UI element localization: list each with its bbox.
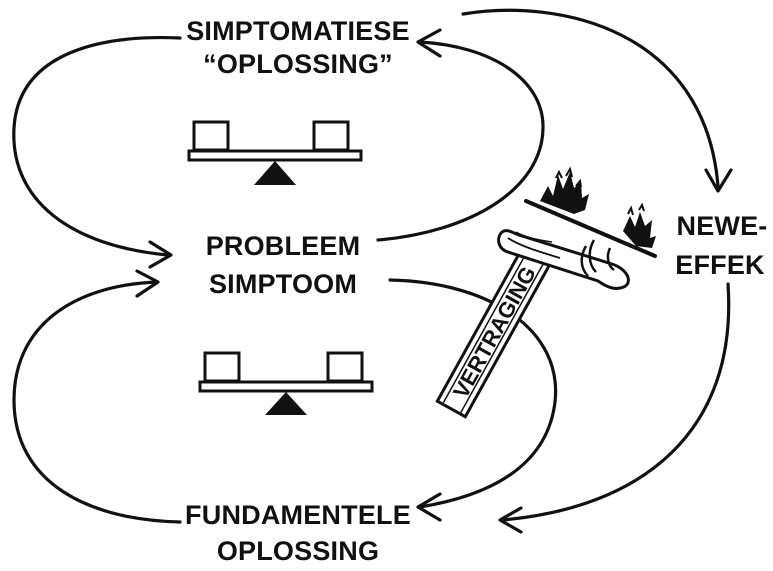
fundamental-solution-label-line1: FUNDAMENTELE	[185, 500, 411, 530]
arrow-problem-to-symptomatic	[376, 40, 545, 242]
arrow-symptomatic-to-side-effect	[461, 8, 720, 188]
arrow-symptomatic-to-problem	[12, 35, 182, 257]
symptomatic-solution-label-line1: SIMPTOMATIESE	[186, 16, 410, 46]
problem-symptom-label-line2: SIMPTOOM	[209, 269, 357, 299]
side-effect-label-line2: EFFEK	[675, 250, 765, 280]
fundamental-solution-label-line2: OPLOSSING	[217, 536, 379, 566]
arrow-fundamental-to-problem	[12, 280, 182, 524]
fuse-delay-icon	[497, 166, 657, 290]
problem-symptom-label-line1: PROBLEEM	[206, 231, 361, 261]
arrowhead-problem-from-left	[148, 240, 173, 269]
arrowhead-fundamental-from-problem	[416, 492, 442, 522]
delay-label: VERTRAGING	[448, 262, 541, 402]
balance-scale-icon	[198, 351, 374, 415]
side-effect-label-line1: NEWE-	[677, 211, 768, 241]
arrowhead-fundamental-from-right	[498, 506, 523, 534]
arrow-side-effect-to-fundamental	[500, 282, 731, 522]
arrowhead-symptomatic	[416, 28, 442, 58]
arrow-problem-to-fundamental	[388, 278, 558, 509]
arrowhead-problem-from-bottom	[135, 269, 160, 298]
symptomatic-solution-label-line2: “OPLOSSING”	[203, 49, 393, 79]
arrowhead-side-effect	[704, 168, 733, 193]
balance-scale-icon	[187, 120, 363, 185]
